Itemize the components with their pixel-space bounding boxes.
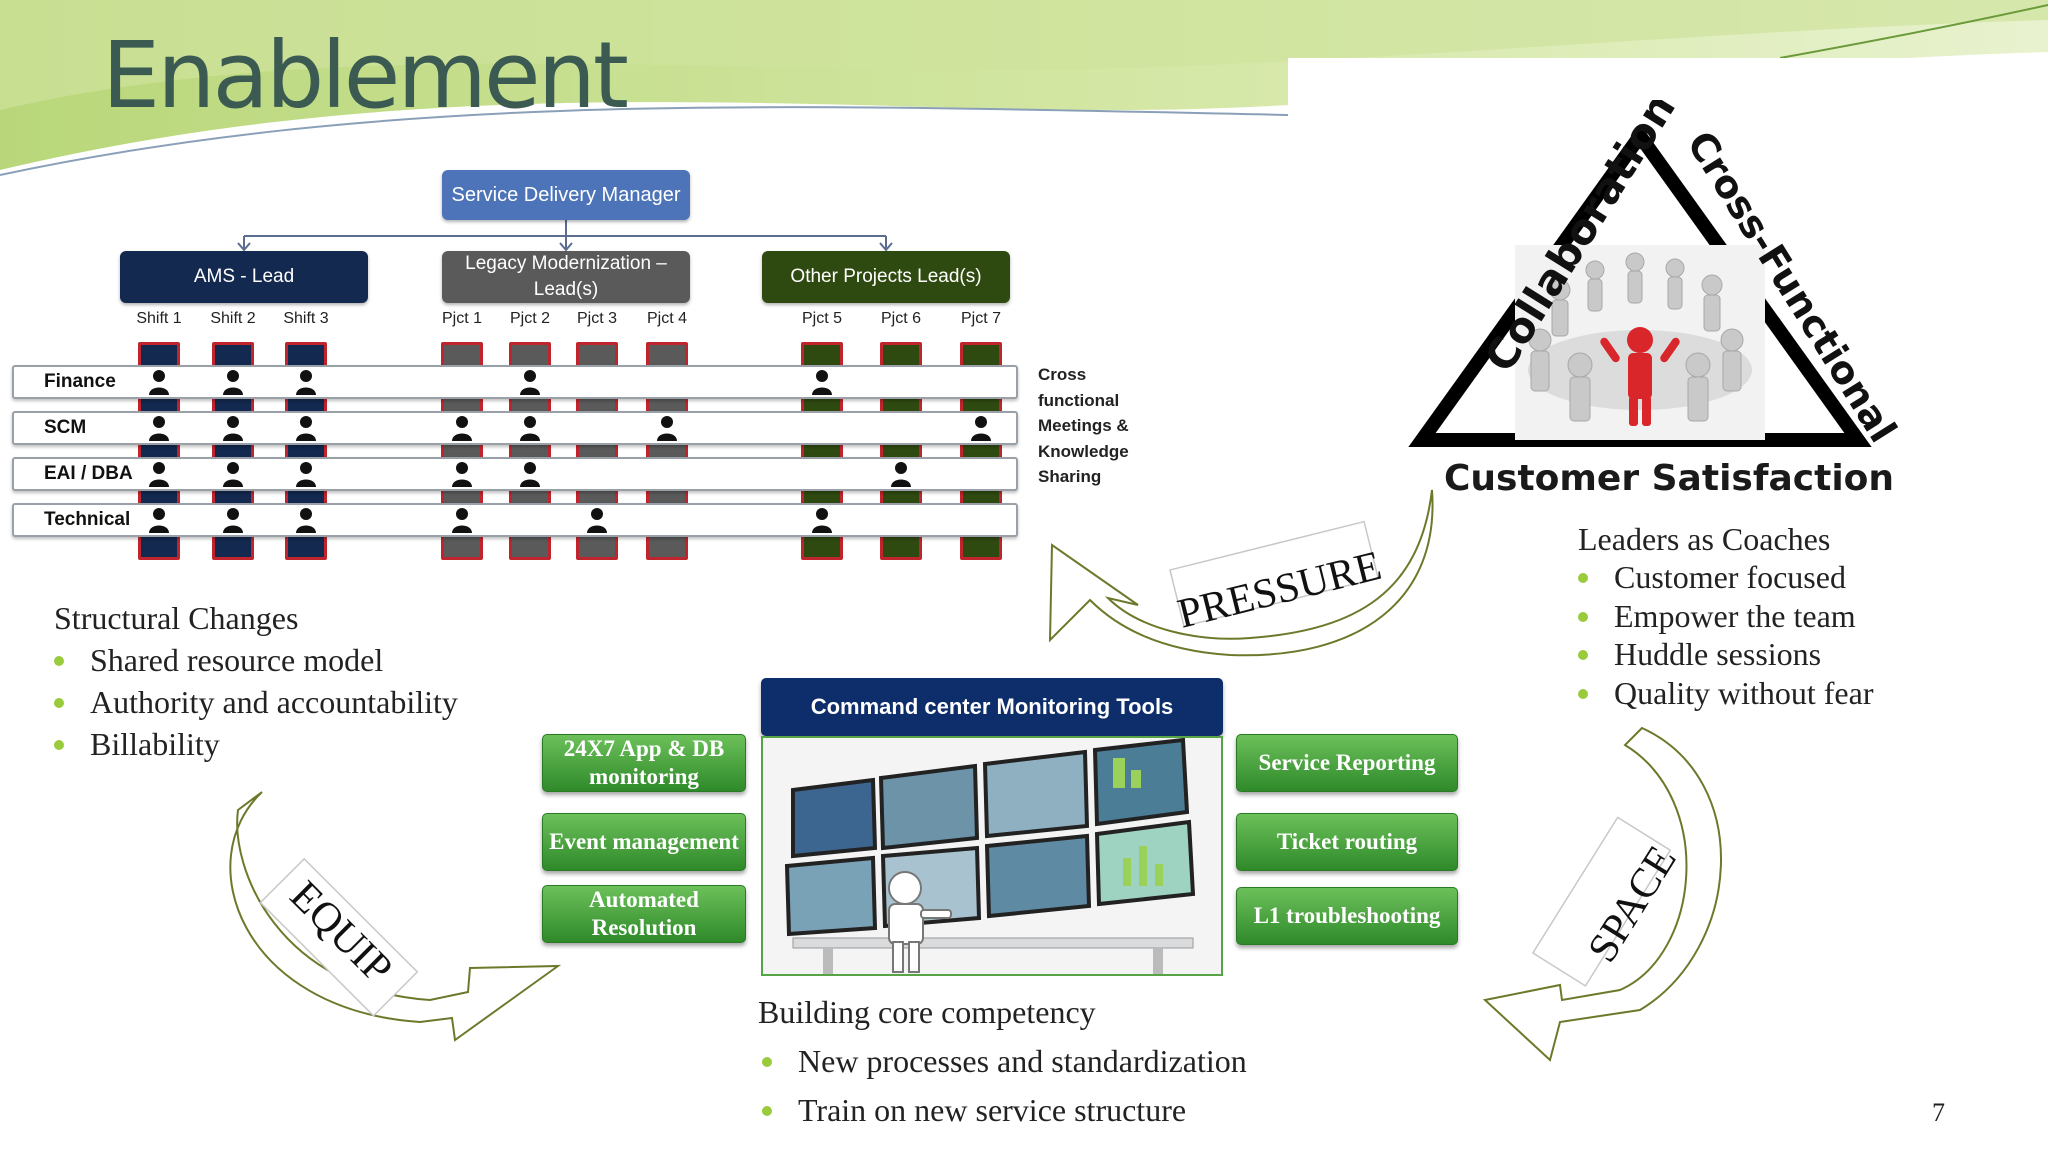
person-icon <box>149 508 169 533</box>
column-label: Shift 2 <box>210 310 256 327</box>
org-row-label: SCM <box>44 417 87 438</box>
person-icon <box>520 370 540 395</box>
competency-bullet: New processes and standardization <box>762 1043 1247 1080</box>
customer-satisfaction-label: Customer Satisfaction <box>1444 458 1895 499</box>
bullet-dot <box>762 1056 772 1067</box>
org-row <box>12 365 1018 399</box>
leaders-bullet: Empower the team <box>1578 598 1856 635</box>
person-icon <box>223 416 243 441</box>
person-icon <box>296 416 316 441</box>
structural-changes-heading: Structural Changes <box>54 600 299 636</box>
column-label: Pjct 5 <box>801 310 842 327</box>
service-reporting-button: Service Reporting <box>1236 734 1458 792</box>
automated-resolution-button: Automated Resolution <box>542 885 746 943</box>
person-icon <box>452 508 472 533</box>
column-label: Shift 1 <box>136 310 182 327</box>
bullet-dot <box>762 1105 772 1116</box>
org-row <box>12 503 1018 537</box>
page-number: 7 <box>1932 1098 1945 1127</box>
ams-lead-box: AMS - Lead <box>120 251 368 303</box>
service-delivery-manager-box: Service Delivery Manager <box>442 170 690 220</box>
monitor-wall-image <box>763 737 1221 974</box>
app-db-monitoring-button: 24X7 App & DB monitoring <box>542 734 746 792</box>
column-label: Shift 3 <box>283 310 329 327</box>
bullet-dot <box>1578 688 1588 699</box>
people-circle-figure <box>1528 252 1752 426</box>
event-management-button: Event management <box>542 813 746 871</box>
structural-bullet: Authority and accountability <box>54 684 458 721</box>
command-center-header: Command center Monitoring Tools <box>761 678 1223 736</box>
bullet-dot <box>1578 649 1588 660</box>
person-icon <box>149 462 169 487</box>
column-label: Pjct 7 <box>960 310 1001 327</box>
person-icon <box>520 416 540 441</box>
person-icon <box>296 462 316 487</box>
structural-bullet: Shared resource model <box>54 642 383 679</box>
other-projects-lead-box: Other Projects Lead(s) <box>762 251 1010 303</box>
person-icon <box>149 416 169 441</box>
person-icon <box>223 370 243 395</box>
leaders-bullet: Quality without fear <box>1578 675 1873 712</box>
person-icon <box>296 370 316 395</box>
cross-functional-note: Cross functional Meetings & Knowledge Sh… <box>1038 365 1129 486</box>
person-icon <box>812 508 832 533</box>
leaders-bullet: Huddle sessions <box>1578 636 1821 673</box>
person-icon <box>223 508 243 533</box>
person-icon <box>452 462 472 487</box>
structural-bullet: Billability <box>54 726 220 763</box>
leaders-heading: Leaders as Coaches <box>1578 521 1831 557</box>
person-icon <box>149 370 169 395</box>
space-label-box <box>1531 816 1672 987</box>
legacy-modernization-lead-box: Legacy Modernization – Lead(s) <box>442 251 690 303</box>
person-icon <box>520 462 540 487</box>
bullet-dot <box>54 739 64 750</box>
org-row-label: Finance <box>44 371 116 392</box>
bullet-dot <box>1578 611 1588 622</box>
person-icon <box>971 416 991 441</box>
bullet-dot <box>54 655 64 666</box>
org-row-label: EAI / DBA <box>44 463 133 484</box>
org-row-label: Technical <box>44 509 131 530</box>
pressure-label-box <box>1169 520 1379 628</box>
bullet-dot <box>54 697 64 708</box>
person-icon <box>452 416 472 441</box>
person-icon <box>891 462 911 487</box>
org-row <box>12 457 1018 491</box>
equip-label-box <box>259 857 419 1017</box>
core-competency-heading: Building core competency <box>758 994 1096 1030</box>
org-row <box>12 411 1018 445</box>
monitoring-illustration <box>761 736 1223 976</box>
column-label: Pjct 6 <box>880 310 921 327</box>
l1-troubleshooting-button: L1 troubleshooting <box>1236 887 1458 945</box>
leaders-bullet: Customer focused <box>1578 559 1846 596</box>
person-icon <box>223 462 243 487</box>
column-label: Pjct 1 <box>441 310 482 327</box>
person-icon <box>296 508 316 533</box>
person-icon <box>812 370 832 395</box>
ticket-routing-button: Ticket routing <box>1236 813 1458 871</box>
bullet-dot <box>1578 572 1588 583</box>
slide-title: Enablement <box>102 22 629 129</box>
person-icon <box>657 416 677 441</box>
collaboration-triangle: Collaboration Cross-Functional <box>1408 100 1905 450</box>
column-label: Pjct 3 <box>576 310 617 327</box>
column-label: Pjct 2 <box>509 310 550 327</box>
person-icon <box>587 508 607 533</box>
column-label: Pjct 4 <box>646 310 687 327</box>
competency-bullet: Train on new service structure <box>762 1092 1186 1129</box>
